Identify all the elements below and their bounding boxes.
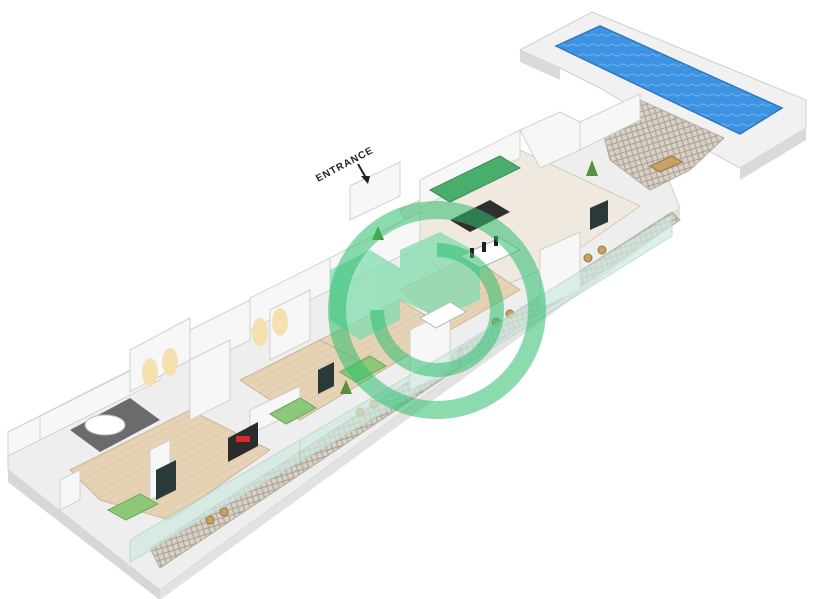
circular-logo-watermark bbox=[328, 201, 546, 419]
entrance-marker: ENTRANCE bbox=[314, 145, 375, 185]
arrow-down-icon bbox=[357, 163, 370, 184]
fireplace bbox=[228, 422, 258, 462]
walk-in-closet-lights bbox=[142, 308, 288, 386]
tv-units bbox=[156, 200, 608, 500]
swimming-pool bbox=[554, 25, 784, 135]
master-bathroom bbox=[70, 398, 160, 452]
glass-railing bbox=[129, 213, 673, 563]
